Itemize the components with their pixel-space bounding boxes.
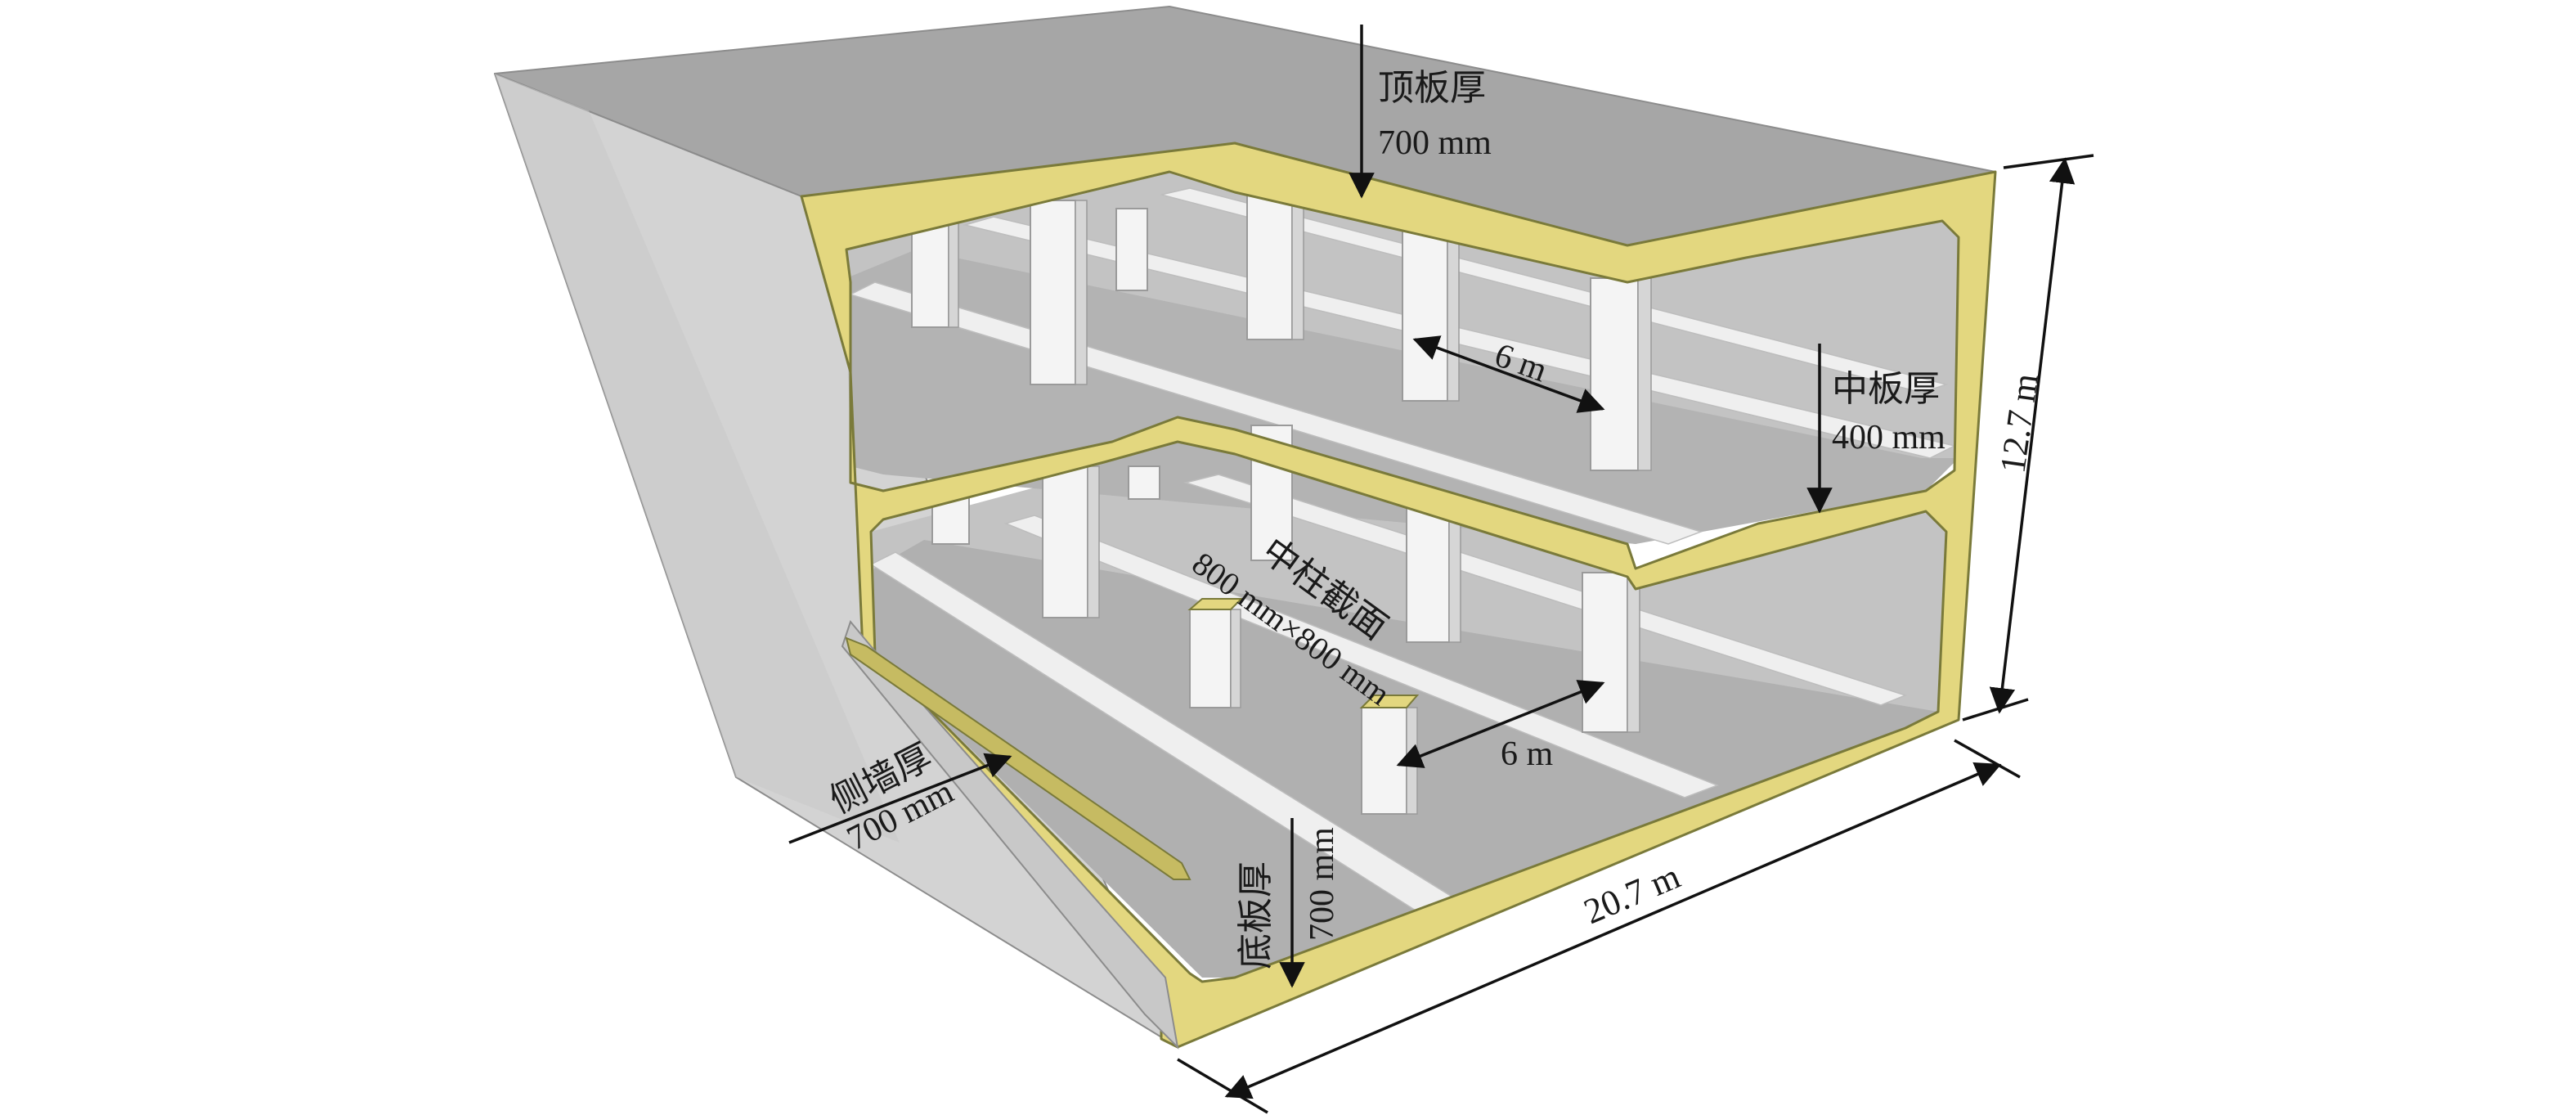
upper-spacing-arrow [1412, 335, 1605, 413]
lower-column [1128, 465, 1160, 500]
height-ext-top [2003, 154, 2094, 169]
lower-column [1582, 572, 1628, 733]
side-wall-cap [845, 636, 1192, 880]
side-wall-arrow [788, 753, 1012, 844]
roof-slab-value: 700 mm [1378, 124, 1492, 162]
upper-column [1637, 277, 1652, 471]
bottom-slab-value: 700 mm [1304, 827, 1341, 941]
bottom-slab-label: 底板厚 [1236, 861, 1276, 969]
middle-slab-label: 中板厚 [1832, 369, 1940, 409]
cut-column [1361, 707, 1407, 815]
upper-column [1075, 200, 1088, 385]
upper-column [1030, 200, 1076, 385]
cut-column-section [1187, 598, 1244, 610]
total-height-label: 12.7 m [1992, 371, 2046, 476]
roof-slab-label: 顶板厚 [1378, 68, 1486, 108]
upper-beam-3 [1160, 187, 1949, 393]
side-wall-base [841, 619, 1179, 1050]
height-ext-bottom [1962, 698, 2029, 722]
width-ext-right [1954, 739, 2021, 779]
lower-column [1087, 465, 1100, 618]
width-arrow [1224, 762, 2002, 1099]
upper-column [1590, 277, 1639, 471]
upper-column [948, 212, 959, 328]
lower-column [1627, 572, 1640, 733]
lower-spacing-arrow [1396, 680, 1605, 768]
middle-slab-value: 400 mm [1832, 419, 1945, 456]
upper-column [1447, 220, 1460, 402]
lower-beam-3 [1183, 474, 1908, 706]
cut-column [1230, 609, 1241, 708]
cut-column [1189, 609, 1232, 708]
lower-column [1406, 498, 1450, 643]
lower-column [1042, 465, 1088, 618]
left-outer-wall-shade [495, 74, 900, 843]
width-ext-left [1177, 1058, 1268, 1114]
upper-column [1402, 220, 1448, 402]
height-arrow [1989, 157, 2076, 714]
lower-spacing-label: 6 m [1501, 735, 1554, 773]
upper-column [1115, 208, 1148, 291]
